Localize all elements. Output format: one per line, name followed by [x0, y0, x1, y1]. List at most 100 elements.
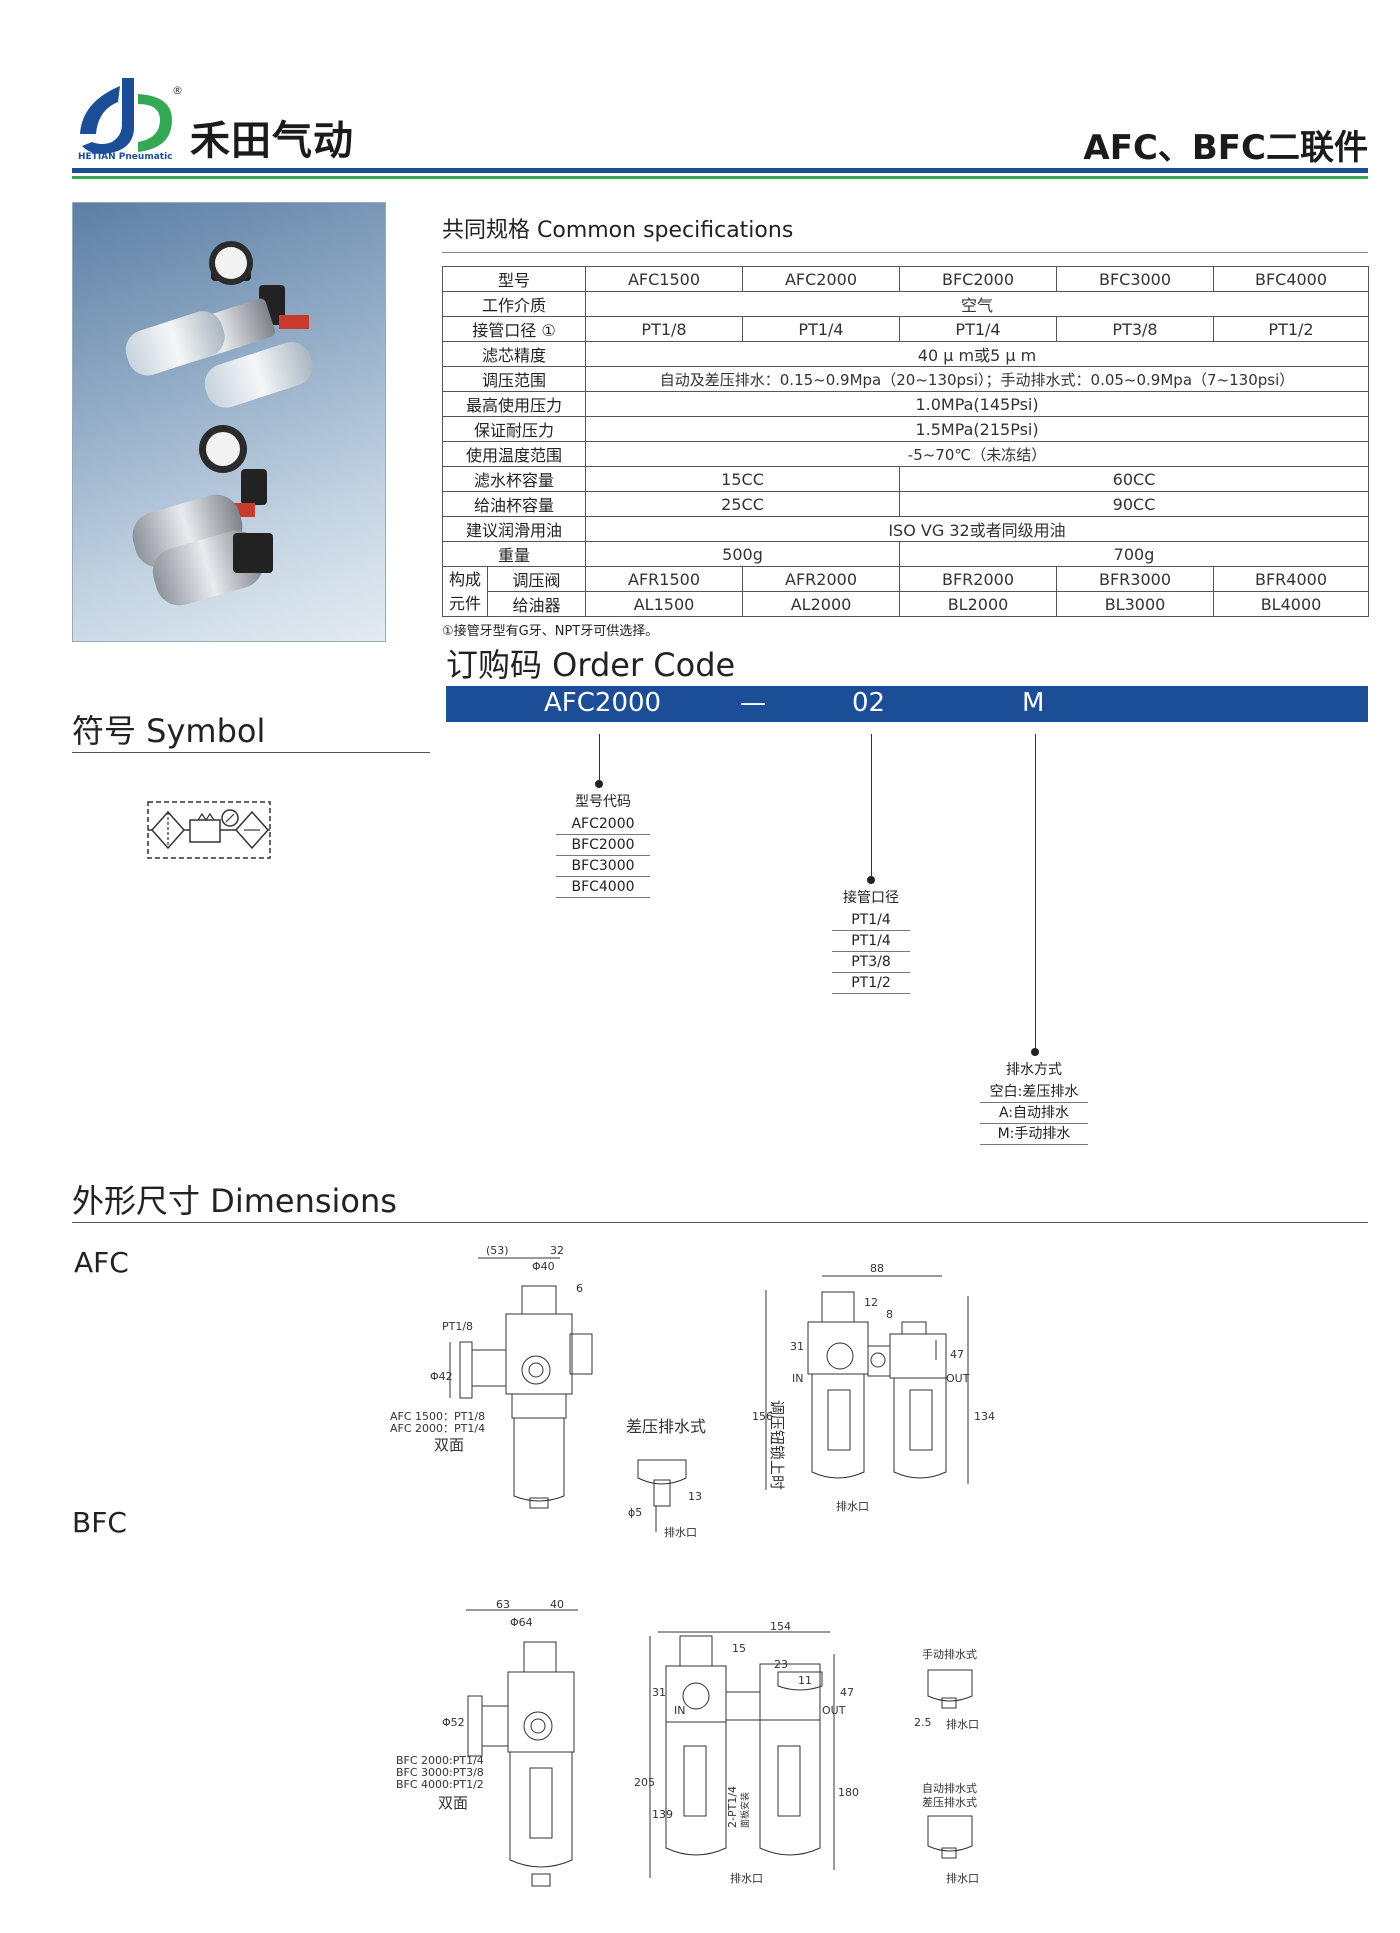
table-cell: PT1/4: [899, 316, 1058, 342]
model-code-list: 型号代码 AFC2000 BFC2000 BFC3000 BFC4000: [556, 790, 650, 898]
dim-text: 排水口: [664, 1525, 697, 1539]
dim-text: 排水口: [946, 1717, 979, 1731]
table-cell: BFR2000: [899, 566, 1058, 592]
list-item: A:自动排水: [980, 1103, 1088, 1124]
dim-text: 205: [634, 1776, 655, 1789]
header-cell: BFC4000: [1213, 266, 1370, 292]
component-group-line-2: 元件: [448, 593, 481, 613]
list-item: BFC4000: [556, 877, 650, 898]
table-row: 调压范围 自动及差压排水：0.15~0.9Mpa（20~130psi）；手动排水…: [441, 366, 1370, 392]
dim-text: 154: [770, 1620, 791, 1633]
table-row: 使用温度范围 -5~70℃（未冻结）: [441, 441, 1370, 467]
dim-text: BFC 3000:PT3/8: [396, 1766, 484, 1779]
list-item: PT1/2: [832, 973, 910, 994]
dim-text: 2.5: [914, 1716, 932, 1729]
dim-text: 31: [652, 1686, 666, 1699]
dim-text: 47: [840, 1686, 854, 1699]
order-code-title: 订购码 Order Code: [446, 646, 736, 684]
dim-text: PT1/8: [442, 1320, 473, 1333]
table-row: 重量 500g 700g: [441, 541, 1370, 567]
hetian-logo: [80, 78, 172, 154]
spec-footnote: ①接管牙型有G牙、NPT牙可供选择。: [442, 624, 659, 639]
afc-dimension-drawing: (53) 32 Φ40 6 PT1/8 Φ42 AFC 1500：PT1/8 A…: [390, 1244, 995, 1539]
header-cell: AFC1500: [585, 266, 744, 292]
dim-text: 双面: [434, 1436, 464, 1454]
row-label: 接管口径 ①: [441, 316, 587, 342]
header-cell: BFC3000: [1056, 266, 1215, 292]
row-label: 滤芯精度: [441, 341, 587, 367]
dimensions-title: 外形尺寸 Dimensions: [72, 1182, 397, 1220]
table-cell: 500g: [585, 541, 901, 567]
row-label: 重量: [441, 541, 587, 567]
list-item: AFC2000: [556, 814, 650, 835]
row-label: 工作介质: [441, 291, 587, 317]
dim-text: 88: [870, 1262, 884, 1275]
symbol-title-rule: [72, 752, 430, 753]
table-cell: AL2000: [742, 591, 901, 617]
table-cell: ISO VG 32或者同级用油: [585, 516, 1370, 542]
table-cell: BL3000: [1056, 591, 1215, 617]
table-cell: AL1500: [585, 591, 744, 617]
row-label: 最高使用压力: [441, 391, 587, 417]
table-cell: PT1/8: [585, 316, 744, 342]
page-header: ® HETIAN Pneumatic 禾田气动 AFC、BFC二联件: [72, 72, 1368, 182]
dim-text: Φ64: [510, 1616, 533, 1629]
table-row: 滤水杯容量 15CC 60CC: [441, 466, 1370, 492]
dim-text: 排水口: [946, 1871, 979, 1885]
table-row: 构成 元件 调压阀 AFR1500 AFR2000 BFR2000 BFR300…: [442, 566, 1370, 617]
dim-text: 31: [790, 1340, 804, 1353]
table-cell: 90CC: [899, 491, 1370, 517]
dim-text: 23: [774, 1658, 788, 1671]
table-row: 工作介质 空气: [441, 291, 1370, 317]
dim-text: 63: [496, 1598, 510, 1611]
spec-title: 共同规格 Common specifications: [442, 218, 794, 243]
header-cell: 型号: [441, 266, 587, 292]
dim-text: IN: [792, 1372, 803, 1385]
dim-text: 2-PT1/4: [726, 1786, 739, 1828]
list-title: 接管口径: [843, 890, 899, 906]
leader-dot-model: [595, 780, 603, 788]
leader-line-drain: [1035, 734, 1036, 1052]
table-cell: 60CC: [899, 466, 1370, 492]
dim-text: 134: [974, 1410, 995, 1423]
table-cell: AFR1500: [585, 566, 744, 592]
brand-english: HETIAN Pneumatic: [78, 152, 173, 162]
table-cell: 1.0MPa(145Psi): [585, 391, 1370, 417]
dim-text: (53): [486, 1244, 509, 1257]
leader-line-port: [871, 734, 872, 880]
list-item: M:手动排水: [980, 1124, 1088, 1145]
header-rule-green: [72, 176, 1368, 179]
drain-code-list: 排水方式 空白:差压排水 A:自动排水 M:手动排水: [980, 1058, 1088, 1145]
table-cell: 40 μ m或5 μ m: [585, 341, 1370, 367]
dim-text: 双面: [438, 1794, 468, 1812]
dim-text: 139: [652, 1808, 673, 1821]
dim-text: 排水口: [730, 1871, 763, 1885]
dim-text: OUT: [946, 1372, 970, 1385]
order-code-dash: —: [740, 688, 766, 718]
dim-text: 156: [752, 1410, 773, 1423]
dim-text: 47: [950, 1348, 964, 1361]
table-row: 给油杯容量 25CC 90CC: [441, 491, 1370, 517]
dim-text: OUT: [822, 1704, 846, 1717]
dim-text: 180: [838, 1786, 859, 1799]
dim-text: 面板安装: [739, 1792, 751, 1828]
table-row: 保证耐压力 1.5MPa(215Psi): [441, 416, 1370, 442]
table-cell: PT1/2: [1213, 316, 1370, 342]
table-row: 最高使用压力 1.0MPa(145Psi): [441, 391, 1370, 417]
table-row: 型号 AFC1500 AFC2000 BFC2000 BFC3000 BFC40…: [441, 266, 1370, 292]
table-cell: PT1/4: [742, 316, 901, 342]
product-photo: [72, 202, 386, 642]
row-label: 调压阀: [486, 566, 587, 592]
leader-dot-port: [867, 876, 875, 884]
dim-text: 15: [732, 1642, 746, 1655]
bfc-label: BFC: [72, 1506, 127, 1539]
dim-text: 差压排水式: [626, 1417, 706, 1436]
list-item: PT3/8: [832, 952, 910, 973]
row-label: 使用温度范围: [441, 441, 587, 467]
dim-text: Φ52: [442, 1716, 465, 1729]
row-label: 调压范围: [441, 366, 587, 392]
table-cell: 空气: [585, 291, 1370, 317]
dim-text: ϕ5: [628, 1506, 642, 1519]
dim-text: 6: [576, 1282, 583, 1295]
table-cell: BL4000: [1213, 591, 1370, 617]
